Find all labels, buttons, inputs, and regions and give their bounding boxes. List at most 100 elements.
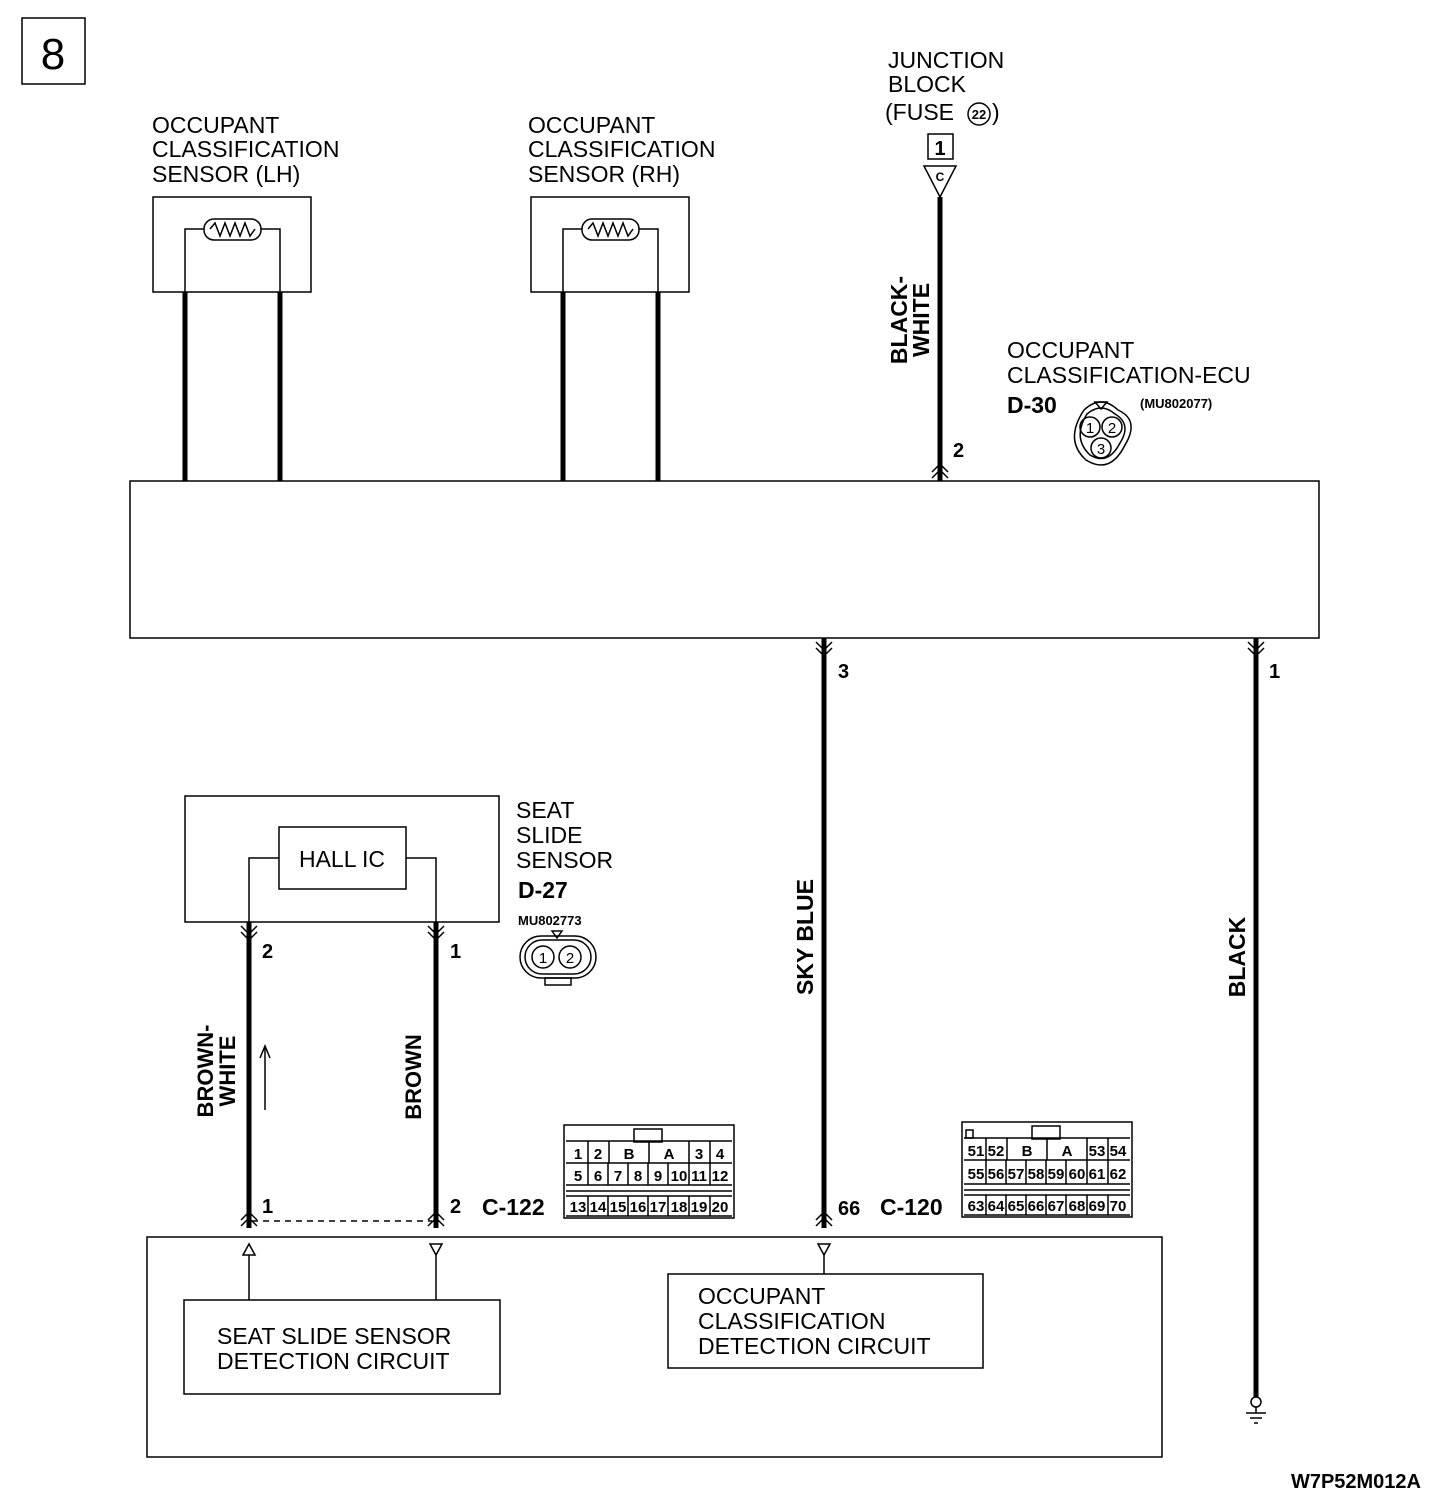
c122-pin: 1	[574, 1146, 582, 1163]
pin-label: 2	[450, 1196, 461, 1218]
c122-pin: 7	[614, 1168, 622, 1185]
c122-pin: 16	[630, 1199, 647, 1216]
c120-pin: 54	[1110, 1143, 1127, 1160]
junction-terminal: 1	[934, 138, 945, 160]
c122-pin: 11	[691, 1168, 707, 1185]
c122-pin: 9	[654, 1168, 662, 1185]
c122-pin: 17	[650, 1199, 667, 1216]
pin-label: 3	[838, 661, 849, 683]
junction-label-2: BLOCK	[888, 71, 967, 97]
page-number-box: 8	[21, 17, 86, 85]
sensor-lh-label-1: OCCUPANT	[152, 112, 279, 138]
wire-label-black-white-1: BLACK-	[886, 276, 912, 364]
c120-pin: 60	[1069, 1166, 1086, 1183]
c120-pin: 63	[968, 1198, 985, 1215]
wire-label-black-white-2: WHITE	[908, 283, 934, 357]
ecu-pin: 2	[1108, 420, 1116, 437]
ecu-box	[129, 480, 1320, 639]
connector-letter: C	[936, 170, 945, 184]
ecu-pin: 3	[1097, 441, 1105, 458]
seat-slide-label-1: SEAT	[516, 797, 574, 823]
ecu-part-number: (MU802077)	[1140, 396, 1212, 411]
hall-ic-label: HALL IC	[299, 846, 385, 872]
ecu-label-2: CLASSIFICATION-ECU	[1007, 362, 1251, 388]
fuse-number-icon	[967, 102, 991, 126]
c120-pin: 55	[968, 1166, 985, 1183]
ecu-connector-icon: 1 2 3	[1073, 401, 1132, 466]
ecu-connector-id: D-30	[1007, 392, 1057, 418]
c122-pin: 19	[691, 1199, 708, 1216]
resistor-icon	[581, 218, 640, 241]
connector-face-c122: 1 2 B A 3 4 5 6 7 8 9 10 11 12 13 14 15 …	[563, 1124, 735, 1219]
ground-icon	[1246, 1396, 1266, 1424]
seat-slide-detection-circuit: SEAT SLIDE SENSOR DETECTION CIRCUIT	[183, 1299, 501, 1395]
c122-pin: 12	[712, 1168, 729, 1185]
c122-pin: A	[664, 1146, 675, 1163]
c120-pin: 59	[1048, 1166, 1065, 1183]
c120-pin: 52	[988, 1143, 1005, 1160]
seat-slide-label-3: SENSOR	[516, 847, 613, 873]
resistor-icon	[203, 218, 262, 241]
c122-pin: 6	[594, 1168, 602, 1185]
pin-label: 1	[262, 1196, 273, 1218]
c120-pin: 64	[988, 1198, 1005, 1215]
seat-slide-part-number: MU802773	[518, 913, 582, 928]
pin-label: 2	[262, 941, 273, 963]
wire-label-black: BLACK	[1224, 916, 1250, 997]
wire-label-sky-blue: SKY BLUE	[792, 879, 818, 995]
c120-pin: 66	[1028, 1198, 1045, 1215]
pin-label: 2	[953, 440, 964, 462]
c120-pin: 51	[968, 1143, 985, 1160]
sensor-rh-label-1: OCCUPANT	[528, 112, 655, 138]
c120-pin: 62	[1110, 1166, 1127, 1183]
signal-direction-arrow-icon	[259, 1044, 271, 1110]
ecu-label-1: OCCUPANT	[1007, 337, 1134, 363]
page-number: 8	[41, 30, 65, 79]
connector-face-c120: 51 52 B A 53 54 55 56 57 58 59 60 61 62 …	[961, 1121, 1133, 1218]
connector-triangle-icon	[922, 165, 958, 199]
occupant-sensor-lh: OCCUPANT CLASSIFICATION SENSOR (LH)	[152, 112, 339, 480]
sensor-rh-label-2: CLASSIFICATION	[528, 136, 715, 162]
c122-pin: 3	[695, 1146, 703, 1163]
seat-slide-connector-id: D-27	[518, 877, 568, 903]
seat-slide-connector-icon: 1 2	[519, 930, 597, 986]
pin-label: 1	[1269, 661, 1280, 683]
c120-pin: 58	[1028, 1166, 1045, 1183]
occupant-circuit-label-1: OCCUPANT	[698, 1283, 825, 1309]
ecu-label: OCCUPANT CLASSIFICATION-ECU D-30 (MU8020…	[1007, 337, 1251, 418]
c122-pin: 13	[570, 1199, 587, 1216]
c122-pin: 15	[610, 1199, 627, 1216]
c120-pin: 69	[1089, 1198, 1106, 1215]
junction-label-1: JUNCTION	[888, 47, 1004, 73]
connector-id-c122: C-122	[482, 1194, 545, 1220]
ecu-lower-box	[146, 1236, 1163, 1458]
c122-pin: 8	[634, 1168, 642, 1185]
c122-pin: B	[624, 1146, 635, 1163]
c120-pin: 65	[1008, 1198, 1025, 1215]
wire-label-brown: BROWN	[401, 1034, 426, 1120]
c120-pin: 57	[1008, 1166, 1025, 1183]
seat-slide-pin: 2	[566, 950, 574, 967]
drawing-code: W7P52M012A	[1291, 1471, 1421, 1493]
c122-pin: 18	[671, 1199, 688, 1216]
seat-circuit-label-2: DETECTION CIRCUIT	[217, 1348, 450, 1374]
sensor-lh-label-2: CLASSIFICATION	[152, 136, 339, 162]
c120-pin: 61	[1089, 1166, 1106, 1183]
c120-pin: 67	[1048, 1198, 1065, 1215]
junction-label-3: (FUSE	[885, 99, 954, 125]
c120-pin: 56	[988, 1166, 1005, 1183]
seat-slide-sensor: HALL IC SEAT SLIDE SENSOR D-27 MU802773	[184, 795, 613, 928]
ecu-pin: 1	[1086, 420, 1094, 437]
fuse-number: 22	[972, 107, 986, 122]
connector-id-c120: C-120	[880, 1194, 943, 1220]
wire-label-brown-white-1: BROWN-	[193, 1025, 218, 1118]
c122-pin: 5	[574, 1168, 582, 1185]
c122-pin: 20	[712, 1199, 729, 1216]
c122-pin: 2	[594, 1146, 602, 1163]
c120-pin: B	[1022, 1143, 1033, 1160]
seat-slide-label-2: SLIDE	[516, 822, 582, 848]
c120-pin: 70	[1110, 1198, 1127, 1215]
occupant-circuit-label-3: DETECTION CIRCUIT	[698, 1333, 931, 1359]
pin-label: 1	[450, 941, 461, 963]
